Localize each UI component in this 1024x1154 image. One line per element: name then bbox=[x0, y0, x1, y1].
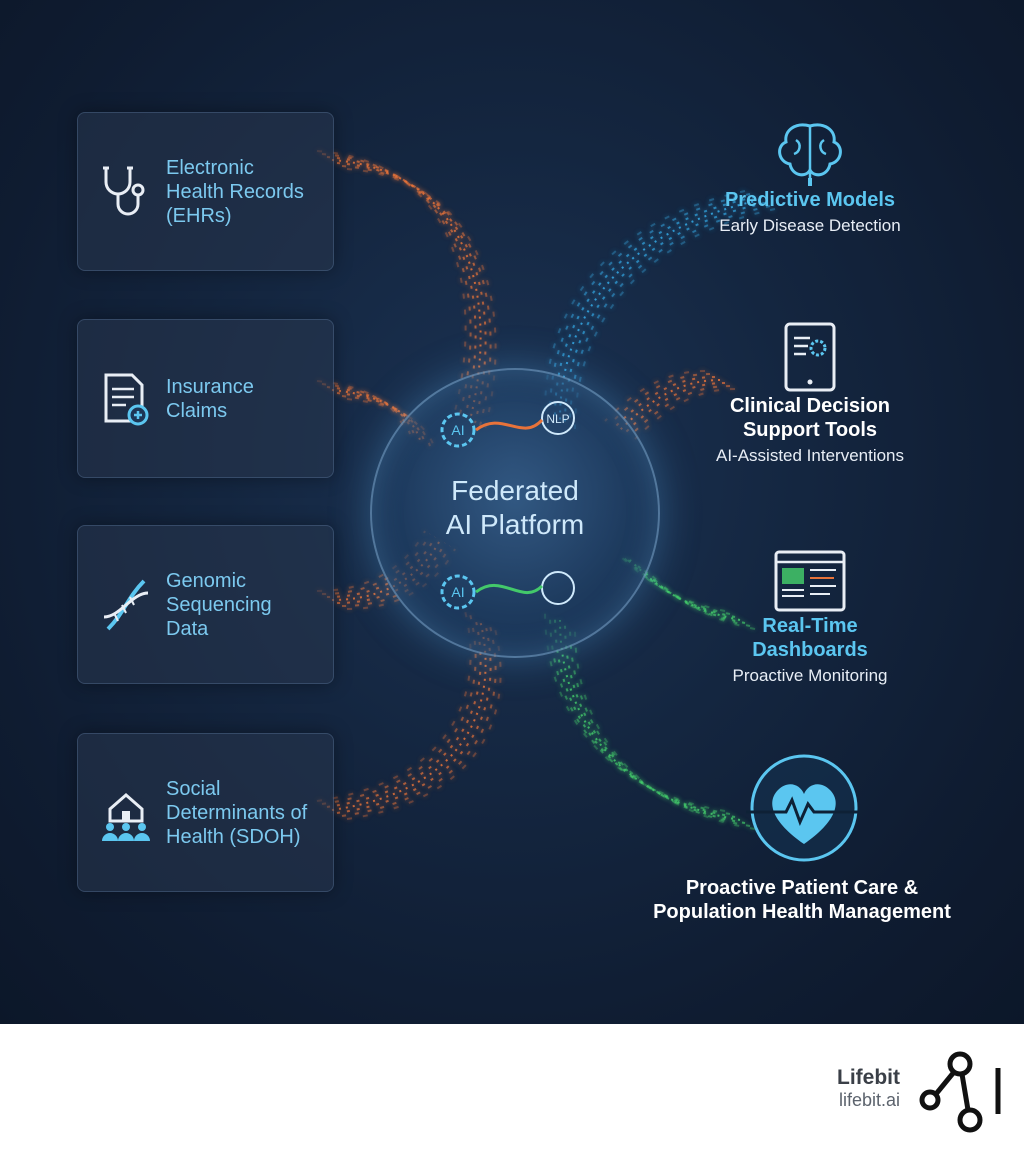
output-subtitle-predictive: Early Disease Detection bbox=[719, 216, 901, 235]
federated-ai-hub: AI NLP AI Federated AI Platform bbox=[370, 368, 660, 658]
flow-stream-0 bbox=[336, 162, 487, 424]
flow-stream-0 bbox=[346, 168, 497, 430]
flow-stream-3 bbox=[346, 628, 502, 820]
hub-tag-ai-bottom: AI bbox=[451, 584, 464, 600]
flow-stream-3 bbox=[316, 610, 472, 802]
diagram-canvas: Electronic Health Records (EHRs) Insuran… bbox=[0, 0, 1024, 1024]
output-subtitle-dashboards: Proactive Monitoring bbox=[732, 666, 888, 685]
flow-stream-2 bbox=[331, 539, 441, 601]
brand-name: Lifebit bbox=[837, 1066, 900, 1089]
hub-tag-ai-top: AI bbox=[451, 422, 464, 438]
source-card-genomic: Genomic Sequencing Data bbox=[77, 525, 334, 684]
lifebit-logo-icon bbox=[919, 1051, 1001, 1133]
flow-stream-0 bbox=[331, 159, 482, 421]
flow-stream-4 bbox=[549, 193, 751, 415]
output-dashboards: Real-Time Dashboards Proactive Monitorin… bbox=[690, 548, 930, 686]
flow-stream-5 bbox=[624, 382, 726, 434]
flow-stream-4 bbox=[569, 205, 771, 427]
source-card-sdoh: Social Determinants of Health (SDOH) bbox=[77, 733, 334, 892]
flow-stream-7 bbox=[574, 628, 756, 830]
source-label-genomic: Genomic Sequencing Data bbox=[166, 569, 272, 640]
flow-stream-1 bbox=[321, 383, 411, 435]
source-card-claims: Insurance Claims bbox=[77, 319, 334, 478]
home-community-icon bbox=[102, 792, 150, 841]
source-card-ehr: Electronic Health Records (EHRs) bbox=[77, 112, 334, 271]
flow-stream-1 bbox=[331, 389, 421, 441]
hub-decoration: AI NLP AI bbox=[440, 401, 575, 610]
footer-brand: Lifebit lifebit.ai bbox=[837, 1066, 900, 1111]
flow-stream-4 bbox=[574, 208, 776, 430]
output-clinical-decision: Clinical Decision Support Tools AI-Assis… bbox=[690, 320, 930, 466]
flow-stream-6 bbox=[644, 568, 756, 630]
hub-tag-nlp: NLP bbox=[546, 412, 569, 426]
tablet-gear-icon bbox=[784, 322, 836, 392]
hub-title: Federated AI Platform bbox=[445, 475, 585, 540]
output-title-patient-care: Proactive Patient Care & Population Heal… bbox=[653, 877, 951, 923]
flow-stream-5 bbox=[619, 379, 721, 431]
output-title-predictive: Predictive Models bbox=[724, 189, 896, 211]
flow-stream-0 bbox=[326, 156, 477, 418]
source-label-sdoh: Social Determinants of Health (SDOH) bbox=[166, 777, 308, 848]
output-predictive-models: Predictive Models Early Disease Detectio… bbox=[690, 118, 930, 236]
flow-stream-3 bbox=[321, 613, 477, 805]
flow-stream-4 bbox=[544, 190, 746, 412]
dna-icon bbox=[103, 579, 149, 630]
flow-stream-7 bbox=[559, 619, 741, 821]
output-patient-care: Proactive Patient Care & Population Heal… bbox=[630, 752, 974, 924]
flow-stream-0 bbox=[316, 150, 467, 412]
source-label-ehr: Electronic Health Records (EHRs) bbox=[166, 156, 304, 227]
brain-icon bbox=[778, 123, 842, 186]
flow-stream-1 bbox=[326, 386, 416, 438]
output-title-dashboards: Real-Time Dashboards bbox=[752, 615, 868, 661]
flow-stream-1 bbox=[341, 395, 431, 447]
stethoscope-icon bbox=[103, 166, 145, 215]
claims-document-icon bbox=[104, 373, 149, 425]
source-label-claims: Insurance Claims bbox=[166, 375, 254, 422]
output-title-clinical: Clinical Decision Support Tools bbox=[729, 395, 891, 441]
output-subtitle-clinical: AI-Assisted Interventions bbox=[715, 446, 905, 465]
flow-stream-6 bbox=[639, 565, 751, 627]
heart-pulse-icon bbox=[746, 754, 860, 862]
brand-domain: lifebit.ai bbox=[838, 1090, 900, 1110]
flow-stream-3 bbox=[341, 625, 497, 817]
dashboard-icon bbox=[774, 550, 846, 612]
